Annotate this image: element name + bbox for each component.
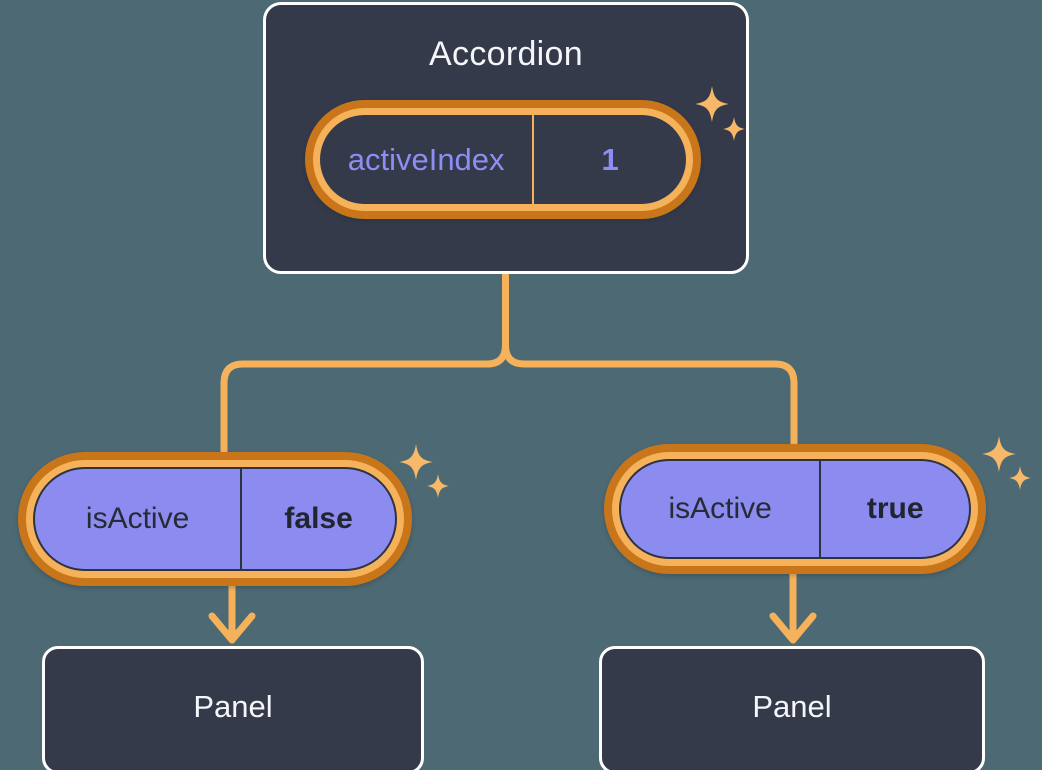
state-pill-value: 1 bbox=[532, 115, 686, 204]
sparkle-icon-right-cluster bbox=[982, 436, 1031, 490]
prop-pill-is-active-true[interactable]: isActive true bbox=[604, 444, 986, 574]
state-pill-ring: activeIndex 1 bbox=[313, 108, 693, 211]
prop-pill-body: isActive true bbox=[619, 459, 971, 559]
prop-pill-key: isActive bbox=[85, 502, 190, 535]
component-title-panel-left: Panel bbox=[193, 689, 273, 724]
prop-pill-ring: isActive true bbox=[612, 452, 978, 566]
state-pill-body: activeIndex 1 bbox=[320, 115, 686, 204]
connector-arrow-left-head bbox=[208, 612, 256, 644]
connector-branch-right bbox=[502, 341, 798, 452]
prop-pill-value: false bbox=[240, 469, 395, 569]
component-title-accordion: Accordion bbox=[429, 35, 583, 73]
prop-pill-body: isActive false bbox=[33, 467, 397, 571]
component-card-panel-left[interactable]: Panel bbox=[42, 646, 424, 770]
prop-pill-value: true bbox=[819, 461, 969, 557]
prop-pill-is-active-false[interactable]: isActive false bbox=[18, 452, 412, 586]
connector-arrow-right-head bbox=[769, 612, 817, 644]
prop-pill-ring: isActive false bbox=[26, 460, 404, 578]
prop-pill-key: isActive bbox=[668, 492, 772, 525]
state-pill-active-index[interactable]: activeIndex 1 bbox=[305, 100, 701, 219]
state-pill-key: activeIndex bbox=[347, 141, 505, 177]
connector-branch-left bbox=[220, 341, 509, 459]
component-title-panel-right: Panel bbox=[752, 689, 832, 724]
component-card-panel-right[interactable]: Panel bbox=[599, 646, 985, 770]
